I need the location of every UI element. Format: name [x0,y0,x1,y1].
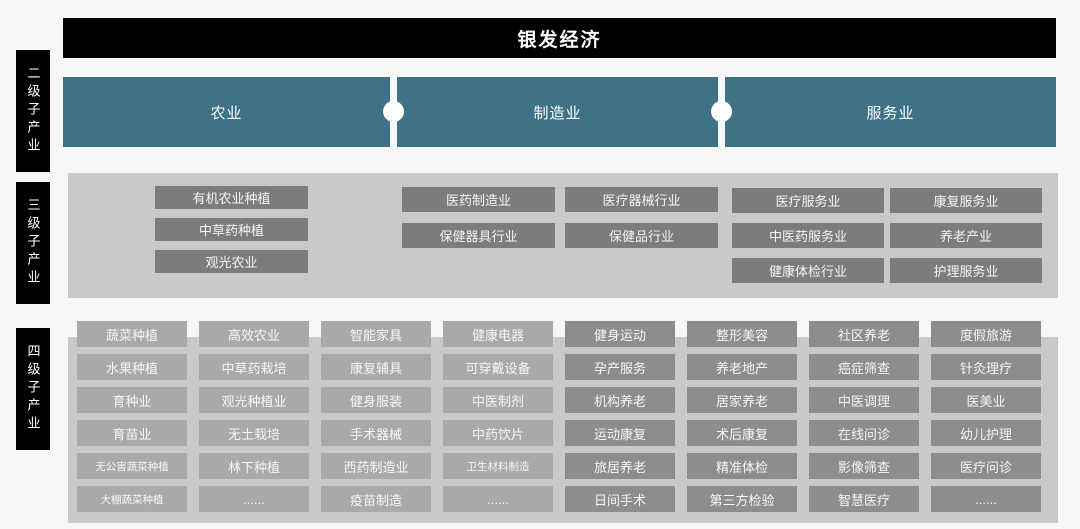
level4-box: 医疗问诊 [931,453,1041,479]
level3-box: 保健器具行业 [402,223,555,248]
level4-box: 养老地产 [687,354,797,380]
level4-box: 西药制造业 [321,453,431,479]
level3-box: 健康体检行业 [732,258,884,283]
level4-box: 育苗业 [77,420,187,446]
level3-box: 医疗器械行业 [565,187,718,212]
connector-dot-icon [383,101,404,122]
level4-box: 中医制剂 [443,387,553,413]
level4-column-2: 高效农业 中草药栽培 观光种植业 无土栽培 林下种植 ...... [199,321,309,512]
side-label-level3: 三级子产业 [16,182,50,304]
level4-box: 大棚蔬菜种植 [77,486,187,512]
level4-box: 整形美容 [687,321,797,347]
level4-box: 智能家具 [321,321,431,347]
level3-box: 护理服务业 [890,258,1042,283]
diagram-title: 银发经济 [63,18,1056,58]
level2-bar-row: 农业 制造业 服务业 [63,77,1056,147]
level3-box: 医疗服务业 [732,188,884,213]
level3-box: 医药制造业 [402,187,555,212]
level4-column-1: 蔬菜种植 水果种植 育种业 育苗业 无公害蔬菜种植 大棚蔬菜种植 [77,321,187,512]
level4-grid: 蔬菜种植 水果种植 育种业 育苗业 无公害蔬菜种植 大棚蔬菜种植 高效农业 中草… [77,321,1041,512]
level4-column-8: 度假旅游 针灸理疗 医美业 幼儿护理 医疗问诊 ...... [931,321,1041,512]
level4-box: 居家养老 [687,387,797,413]
level4-box: 幼儿护理 [931,420,1041,446]
level4-box: ...... [199,486,309,512]
level4-box: 卫生材料制造 [443,453,553,479]
level4-box: 针灸理疗 [931,354,1041,380]
level4-box: 康复辅具 [321,354,431,380]
level4-box: ...... [443,486,553,512]
level4-column-4: 健康电器 可穿戴设备 中医制剂 中药饮片 卫生材料制造 ...... [443,321,553,512]
level4-box: 旅居养老 [565,453,675,479]
level4-column-5: 健身运动 孕产服务 机构养老 运动康复 旅居养老 日间手术 [565,321,675,512]
level3-box: 观光农业 [155,250,308,273]
level4-column-7: 社区养老 癌症筛查 中医调理 在线问诊 影像筛查 智慧医疗 [809,321,919,512]
level3-box: 中医药服务业 [732,223,884,248]
level4-box: 蔬菜种植 [77,321,187,347]
level4-box: 机构养老 [565,387,675,413]
level4-box: 育种业 [77,387,187,413]
level4-box: 医美业 [931,387,1041,413]
level4-box: 健康电器 [443,321,553,347]
level4-box: 社区养老 [809,321,919,347]
level4-box: 日间手术 [565,486,675,512]
level4-box: 影像筛查 [809,453,919,479]
level4-box: 中医调理 [809,387,919,413]
side-label-level2: 二级子产业 [16,50,50,172]
level4-box: 手术器械 [321,420,431,446]
level4-box: 中药饮片 [443,420,553,446]
level4-box: 第三方检验 [687,486,797,512]
level3-box: 养老产业 [890,223,1042,248]
level4-box: 林下种植 [199,453,309,479]
level3-box: 中草药种植 [155,218,308,241]
level3-box: 保健品行业 [565,223,718,248]
level4-box: 可穿戴设备 [443,354,553,380]
level3-group-manufacturing: 医药制造业 医疗器械行业 保健器具行业 保健品行业 [402,187,718,248]
level4-box: 高效农业 [199,321,309,347]
level4-box: 疫苗制造 [321,486,431,512]
connector-dot-icon [711,101,732,122]
level4-box: 健身服装 [321,387,431,413]
level4-box: 智慧医疗 [809,486,919,512]
level4-box: 无土栽培 [199,420,309,446]
side-label-level4: 四级子产业 [16,328,50,450]
level4-box: 术后康复 [687,420,797,446]
level2-bar-manufacturing: 制造业 [397,77,718,147]
level4-box: 在线问诊 [809,420,919,446]
level4-box: 精准体检 [687,453,797,479]
level4-box: 运动康复 [565,420,675,446]
level3-group-services: 医疗服务业 康复服务业 中医药服务业 养老产业 健康体检行业 护理服务业 [732,188,1042,283]
level4-column-6: 整形美容 养老地产 居家养老 术后康复 精准体检 第三方检验 [687,321,797,512]
level3-group-agriculture: 有机农业种植 中草药种植 观光农业 [155,186,308,273]
level3-box: 康复服务业 [890,188,1042,213]
level3-box: 有机农业种植 [155,186,308,209]
level4-box: ...... [931,486,1041,512]
level2-bar-services: 服务业 [725,77,1056,147]
level4-box: 孕产服务 [565,354,675,380]
level4-box: 观光种植业 [199,387,309,413]
level4-box: 度假旅游 [931,321,1041,347]
level4-box: 水果种植 [77,354,187,380]
level4-box: 健身运动 [565,321,675,347]
level2-bar-agriculture: 农业 [63,77,390,147]
level4-box: 无公害蔬菜种植 [77,453,187,479]
level4-box: 癌症筛查 [809,354,919,380]
level4-box: 中草药栽培 [199,354,309,380]
level4-column-3: 智能家具 康复辅具 健身服装 手术器械 西药制造业 疫苗制造 [321,321,431,512]
